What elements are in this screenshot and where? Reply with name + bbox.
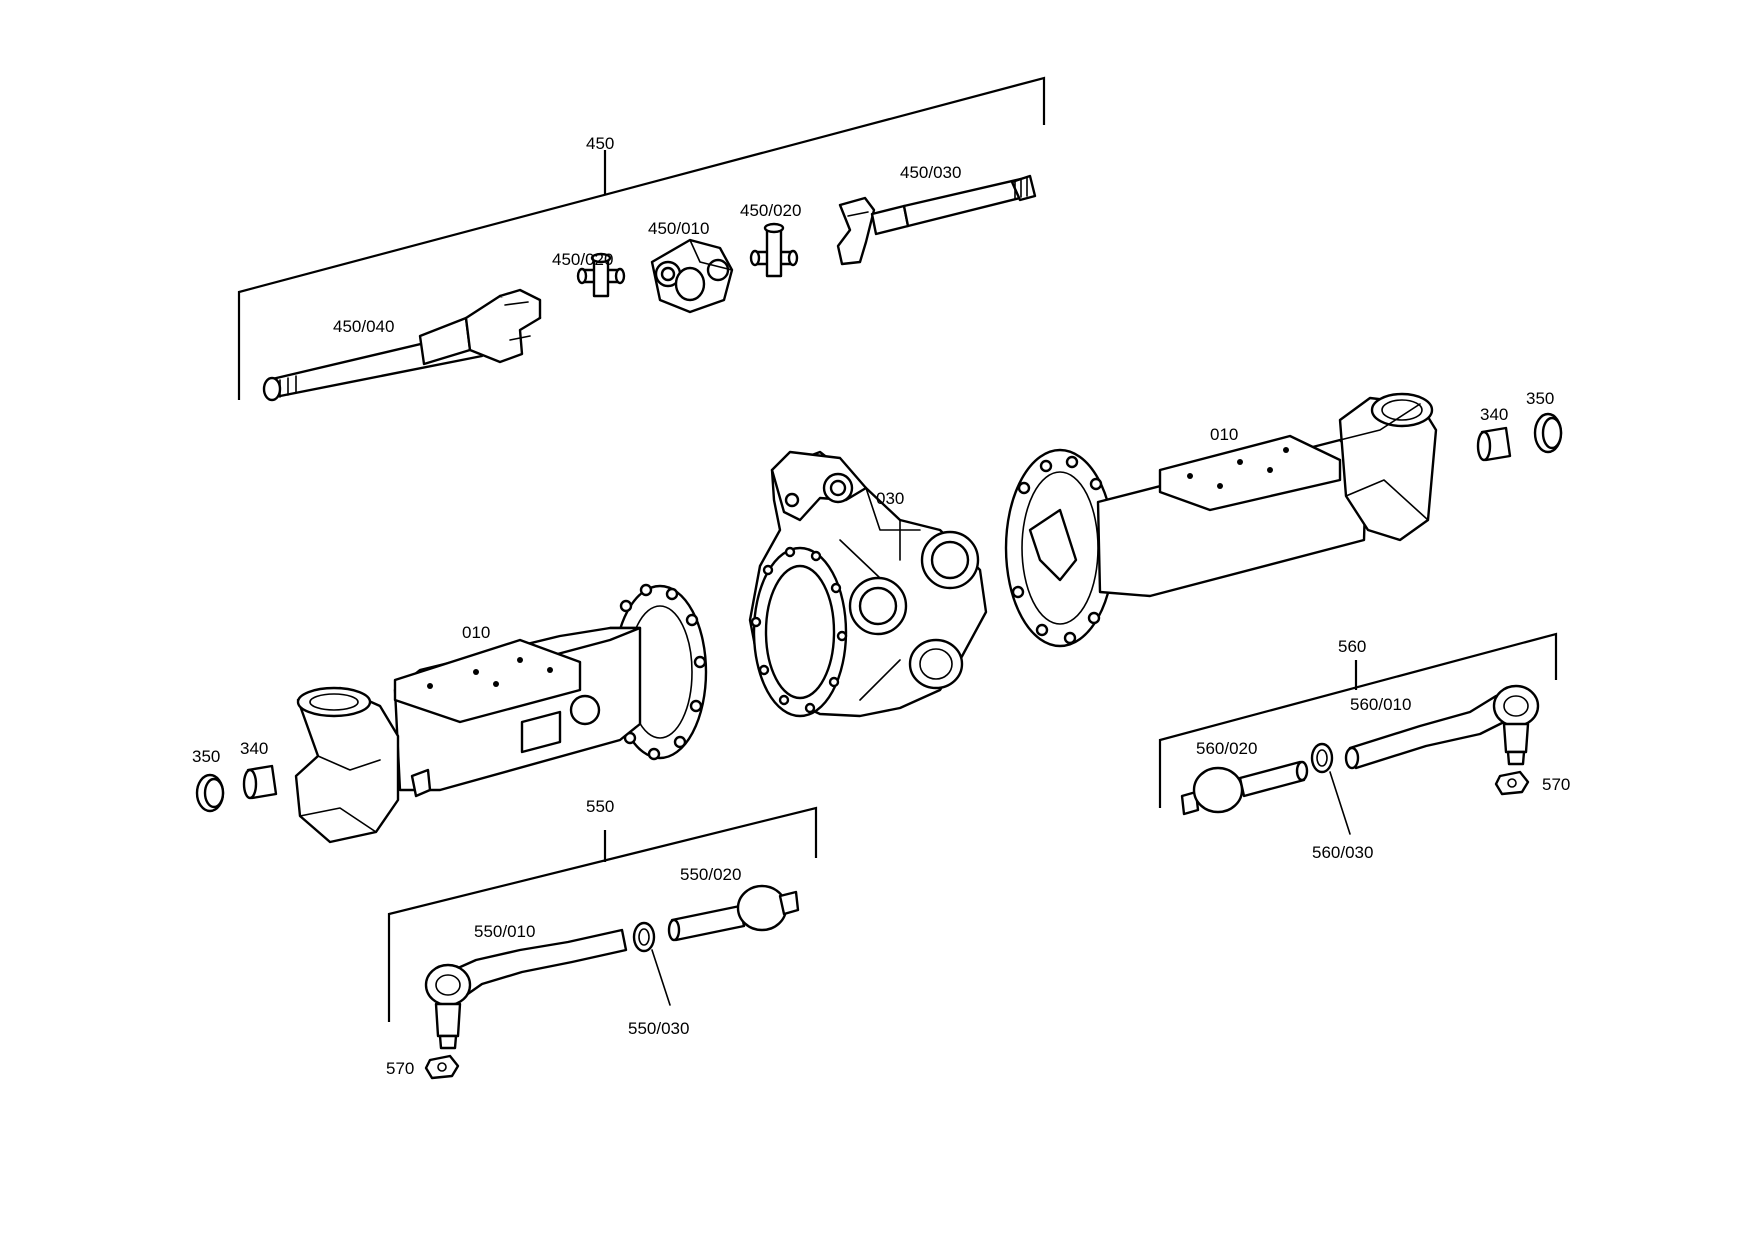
label-560-010: 560/010 (1350, 695, 1411, 714)
washer-560-030 (1310, 742, 1351, 835)
differential-housing-030 (748, 450, 988, 718)
label-550-010: 550/010 (474, 922, 535, 941)
label-450-020-left: 450/020 (552, 250, 613, 269)
nut-570-right (1494, 770, 1530, 796)
bushing-340-left (242, 764, 278, 800)
tie-rod-end-550-010 (424, 928, 628, 1050)
label-450-030: 450/030 (900, 163, 961, 182)
label-450-010: 450/010 (648, 219, 709, 238)
axle-shaft-450-040 (262, 288, 542, 402)
label-570-left: 570 (386, 1059, 414, 1078)
inner-tie-rod-550-020 (667, 884, 800, 942)
center-joint-450-010 (650, 238, 734, 314)
axle-housing-010-right (1004, 392, 1438, 648)
universal-cross-450-020-right (749, 222, 799, 278)
label-560-030: 560/030 (1312, 843, 1373, 862)
label-550-030: 550/030 (628, 1019, 689, 1038)
washer-550-030 (632, 921, 671, 1006)
label-350-right: 350 (1526, 389, 1554, 408)
label-560: 560 (1338, 637, 1366, 656)
tie-rod-end-560-010 (1344, 684, 1540, 770)
seal-350-right (1533, 412, 1563, 454)
seal-350-left (195, 773, 225, 813)
label-010-right: 010 (1210, 425, 1238, 444)
group-560-bracket (1158, 632, 1558, 808)
group-450-bracket (237, 76, 1046, 400)
label-010-left: 010 (462, 623, 490, 642)
inner-tie-rod-560-020 (1180, 760, 1309, 816)
label-570-right: 570 (1542, 775, 1570, 794)
group-550-bracket (387, 806, 818, 1022)
label-550: 550 (586, 797, 614, 816)
label-340-left: 340 (240, 739, 268, 758)
nut-570-left (424, 1054, 460, 1080)
label-450-040: 450/040 (333, 317, 394, 336)
universal-cross-450-020-left (576, 252, 626, 298)
label-450: 450 (586, 134, 614, 153)
axle-shaft-450-030 (836, 174, 1037, 266)
label-030: 030 (876, 489, 904, 508)
axle-housing-010-left (294, 583, 708, 844)
label-550-020: 550/020 (680, 865, 741, 884)
label-560-020: 560/020 (1196, 739, 1257, 758)
bushing-340-right (1476, 426, 1512, 462)
label-450-020-right: 450/020 (740, 201, 801, 220)
label-340-right: 340 (1480, 405, 1508, 424)
label-350-left: 350 (192, 747, 220, 766)
